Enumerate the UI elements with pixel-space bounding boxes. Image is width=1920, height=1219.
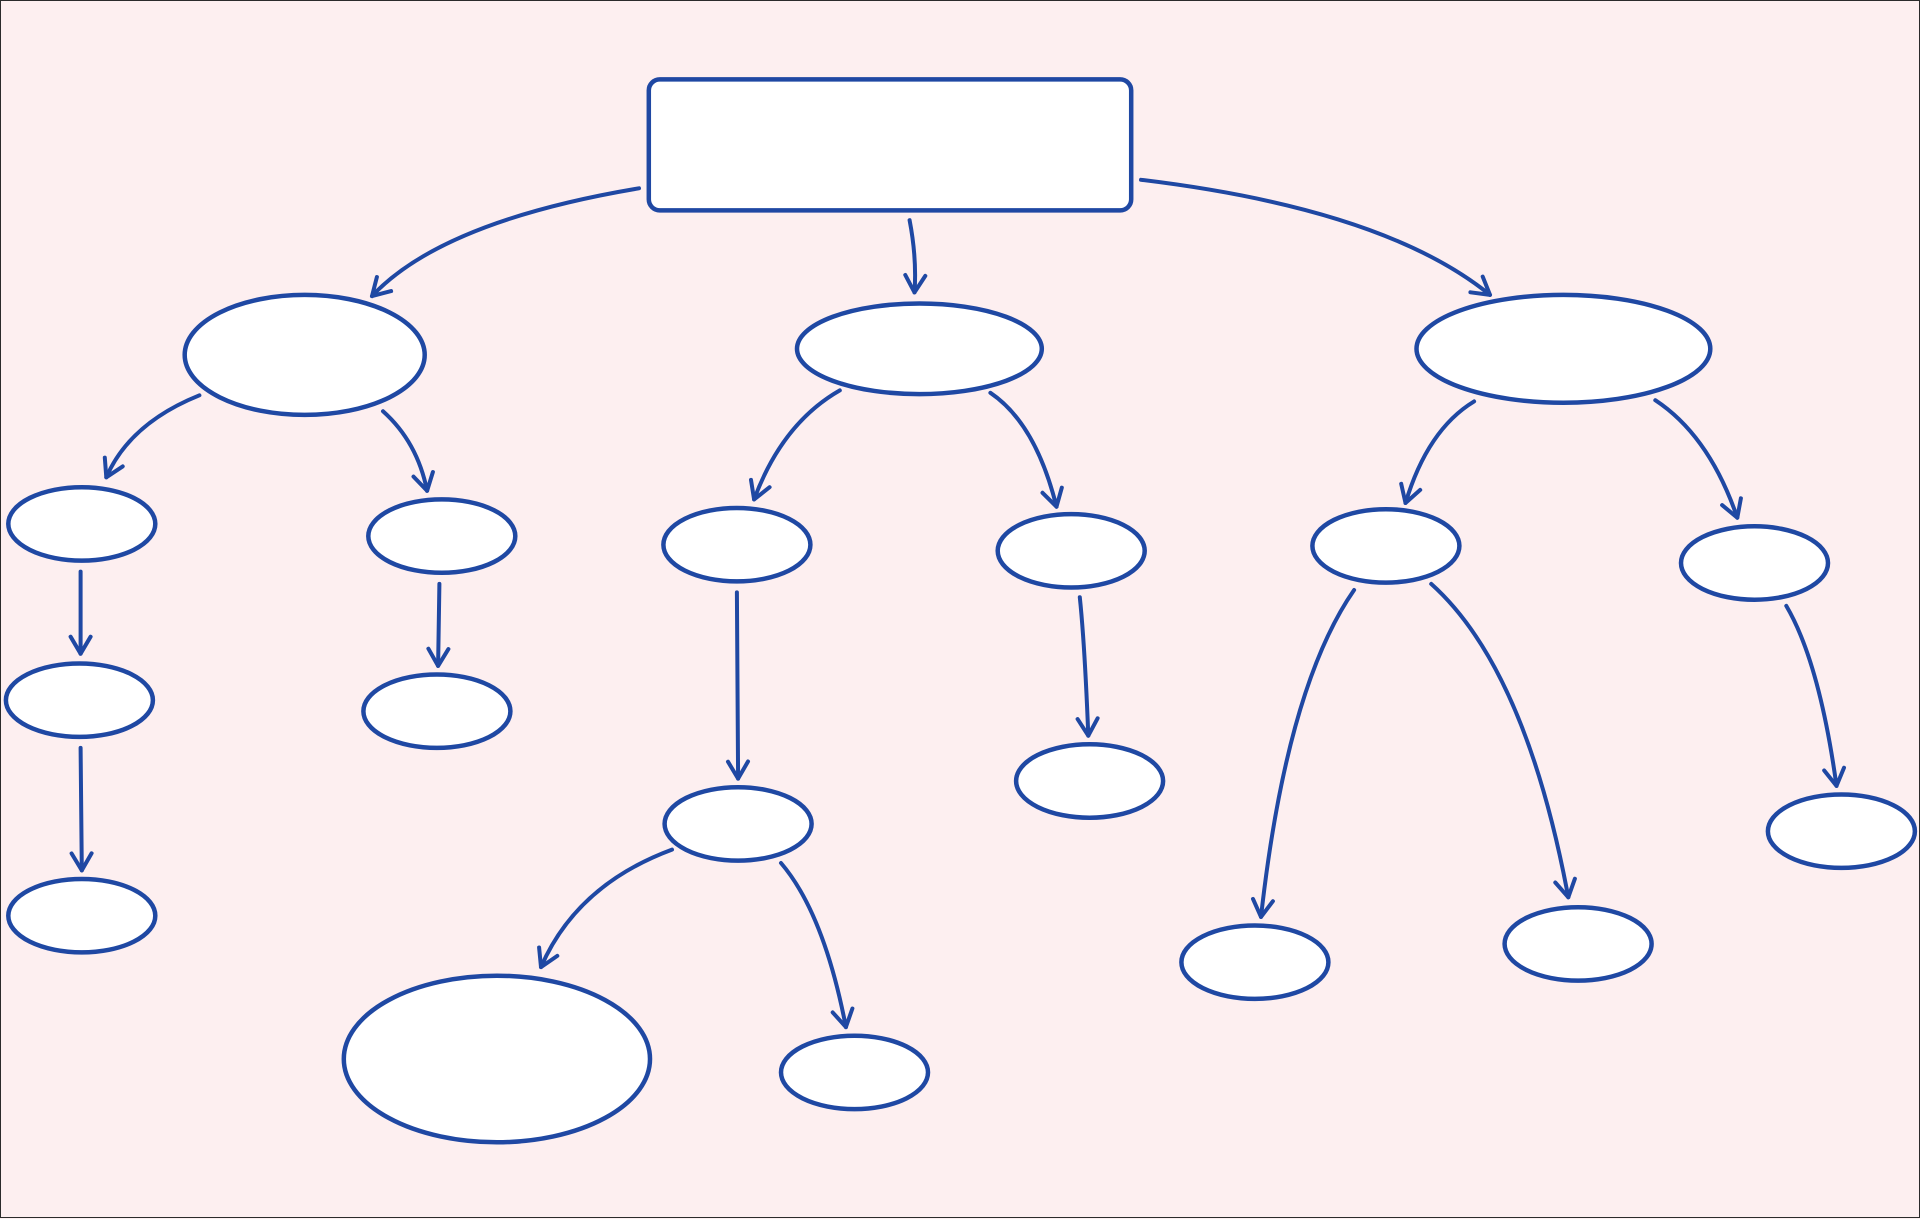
- arrow-head-icon: [537, 945, 560, 970]
- node-n-left-a-2: [6, 876, 158, 955]
- edge-line: [78, 745, 84, 873]
- edge-line: [1139, 177, 1492, 297]
- node-n-center-b: [995, 511, 1147, 590]
- edge-n-right-a-to-n-right-a-2: [1429, 581, 1577, 900]
- edge-n-right-b-to-n-right-b-1: [1784, 603, 1846, 788]
- node-n-left-a-1: [3, 661, 156, 740]
- edge-line: [1784, 603, 1839, 788]
- arrow-head-icon: [749, 477, 772, 502]
- arrow-head-icon: [1075, 716, 1100, 738]
- edge-line: [1259, 588, 1357, 919]
- edge-n-center-b-to-n-center-b-1: [1075, 595, 1100, 738]
- node-n-right-a: [1310, 506, 1462, 585]
- edge-line: [1653, 398, 1740, 520]
- edge-n-center-a-1-to-n-center-a-1-a: [537, 847, 674, 970]
- node-n-center-b-1: [1013, 742, 1166, 820]
- edge-root-to-n-right: [1139, 177, 1492, 297]
- edge-line: [104, 393, 202, 480]
- arrow-head-icon: [1251, 896, 1275, 919]
- node-n-center: [794, 301, 1045, 397]
- node-n-right-a-1: [1179, 923, 1331, 1002]
- arrow-head-icon: [411, 470, 435, 493]
- edge-line: [370, 186, 641, 299]
- edge-line: [752, 388, 842, 502]
- edge-root-to-n-left: [370, 186, 641, 299]
- edge-line: [907, 218, 918, 295]
- edge-n-right-a-to-n-right-a-1: [1251, 588, 1357, 919]
- edge-n-right-to-n-right-b: [1653, 398, 1743, 520]
- edge-n-left-b-to-n-left-b-1: [426, 581, 451, 668]
- arrow-head-icon: [102, 455, 125, 480]
- nodes-layer: [3, 77, 1918, 1145]
- arrow-head-icon: [1553, 876, 1577, 900]
- edge-line: [779, 861, 848, 1030]
- arrow-head-icon: [1040, 485, 1064, 509]
- edge-n-left-a-to-n-left-a-1: [68, 569, 93, 656]
- node-n-left-b: [366, 497, 518, 576]
- edge-n-right-to-n-right-a: [1399, 399, 1477, 505]
- arrow-head-icon: [1720, 496, 1743, 520]
- edge-n-center-a-to-n-center-a-1: [726, 590, 750, 781]
- node-n-center-a-1-a: [341, 973, 653, 1145]
- edge-n-left-to-n-left-b: [381, 409, 435, 493]
- node-n-right-b: [1678, 524, 1831, 602]
- edge-line: [1429, 581, 1571, 900]
- node-n-center-a-1-b: [778, 1033, 931, 1112]
- node-n-left-b-1: [361, 672, 513, 751]
- edge-line: [988, 390, 1059, 509]
- arrow-head-icon: [1399, 481, 1423, 505]
- arrow-head-icon: [370, 275, 394, 299]
- edge-line: [734, 590, 741, 781]
- node-n-left: [182, 292, 427, 418]
- node-n-center-a: [661, 505, 813, 584]
- arrow-head-icon: [68, 634, 93, 656]
- arrow-head-icon: [426, 646, 451, 668]
- edge-line: [381, 409, 430, 493]
- node-n-center-a-1: [662, 784, 814, 863]
- edge-n-center-to-n-center-b: [988, 390, 1064, 509]
- arrow-head-icon: [903, 273, 928, 295]
- node-root: [646, 77, 1134, 213]
- edge-n-center-to-n-center-a: [749, 388, 842, 502]
- edge-line: [1403, 399, 1477, 505]
- arrow-head-icon: [69, 851, 94, 873]
- arrow-head-icon: [726, 759, 750, 781]
- node-n-right: [1414, 292, 1713, 405]
- node-n-right-a-2: [1502, 904, 1654, 983]
- edges-layer: [68, 177, 1846, 1030]
- edge-n-left-a-1-to-n-left-a-2: [69, 745, 94, 873]
- edge-line: [539, 847, 674, 970]
- edge-line: [1077, 595, 1091, 738]
- edge-n-left-to-n-left-a: [102, 393, 202, 480]
- arrow-head-icon: [1468, 274, 1492, 297]
- edge-root-to-n-center: [903, 218, 928, 295]
- edge-n-center-a-1-to-n-center-a-1-b: [779, 861, 855, 1030]
- node-n-left-a: [6, 484, 158, 563]
- node-n-right-b-1: [1765, 792, 1918, 871]
- edge-line: [436, 581, 442, 668]
- arrow-head-icon: [830, 1006, 855, 1030]
- arrow-head-icon: [1822, 765, 1846, 788]
